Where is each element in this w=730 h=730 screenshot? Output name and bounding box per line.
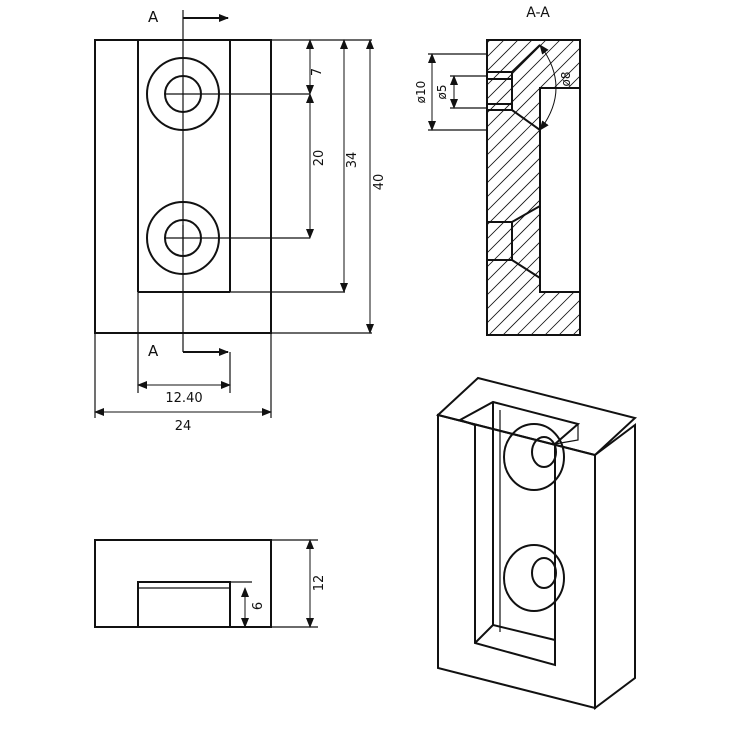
hatch-line	[487, 61, 580, 156]
hatch-line	[487, 215, 580, 310]
hatch-line	[487, 117, 580, 212]
hatch-line	[487, 131, 580, 226]
hatch-line	[487, 229, 580, 324]
dim-hole: ø5	[435, 85, 449, 100]
section-hatching	[487, 40, 580, 335]
bottom-view: 12 6	[94, 539, 327, 628]
dim-pocket-length: 34	[345, 152, 360, 169]
isometric-view	[435, 376, 638, 710]
dim-counterbore: ø10	[414, 81, 428, 104]
iso-lower-counterbore	[503, 544, 565, 612]
dim-thickness: 12	[312, 575, 327, 592]
dim-pocket-depth: 6	[251, 602, 266, 610]
hatch-line	[487, 313, 580, 335]
front-dimensions: 7 20 34 40 12.40 24	[94, 39, 387, 434]
dim-hole-offset: 7	[310, 68, 325, 76]
hatch-line	[487, 40, 580, 114]
dim-countersink: ø8	[559, 72, 573, 87]
hatch-line	[487, 103, 580, 198]
hatch-line	[487, 159, 580, 254]
iso-upper-hole	[531, 436, 557, 468]
hatch-line	[487, 271, 580, 335]
iso-right-face	[594, 423, 636, 710]
hatch-line	[487, 257, 580, 335]
hatch-line	[487, 187, 580, 282]
dim-pocket-width: 12.40	[165, 391, 202, 406]
iso-upper-counterbore	[503, 423, 565, 491]
dim-arc-countersink	[539, 44, 557, 131]
bottom-outline	[94, 539, 272, 628]
hatch-line	[487, 173, 580, 268]
hatch-line	[487, 40, 580, 86]
hatch-line	[487, 299, 580, 335]
hatch-line	[487, 47, 580, 142]
hatch-line	[487, 327, 580, 335]
hatch-line	[487, 285, 580, 335]
hatch-line	[487, 75, 580, 170]
section-outline	[486, 39, 581, 336]
section-dimensions: ø10 ø5 ø8	[414, 44, 573, 131]
hatch-line	[487, 201, 580, 296]
iso-top-face	[435, 376, 638, 457]
cut-label-top: A	[148, 8, 159, 26]
hatch-line	[487, 145, 580, 240]
dim-overall-width: 24	[175, 419, 192, 434]
iso-pocket-step	[554, 424, 579, 445]
dim-overall-height: 40	[372, 174, 387, 191]
dim-hole-spacing: 20	[312, 150, 327, 167]
front-view	[94, 10, 372, 352]
section-view-title: A-A	[526, 5, 550, 21]
bottom-pocket	[137, 581, 231, 627]
section-cut-marks: A A	[148, 8, 229, 360]
section-upper-hole	[487, 44, 541, 131]
iso-lower-hole	[531, 557, 557, 589]
hatch-line	[487, 40, 580, 58]
section-pocket	[539, 87, 580, 293]
section-lower-hole	[487, 205, 541, 279]
cut-label-bottom: A	[148, 342, 159, 360]
iso-pocket-floor	[474, 402, 556, 644]
hatch-line	[487, 40, 580, 72]
hatch-line	[487, 40, 580, 128]
iso-front-face	[437, 413, 596, 710]
section-view: A-A	[486, 5, 581, 336]
hatch-line	[487, 243, 580, 335]
